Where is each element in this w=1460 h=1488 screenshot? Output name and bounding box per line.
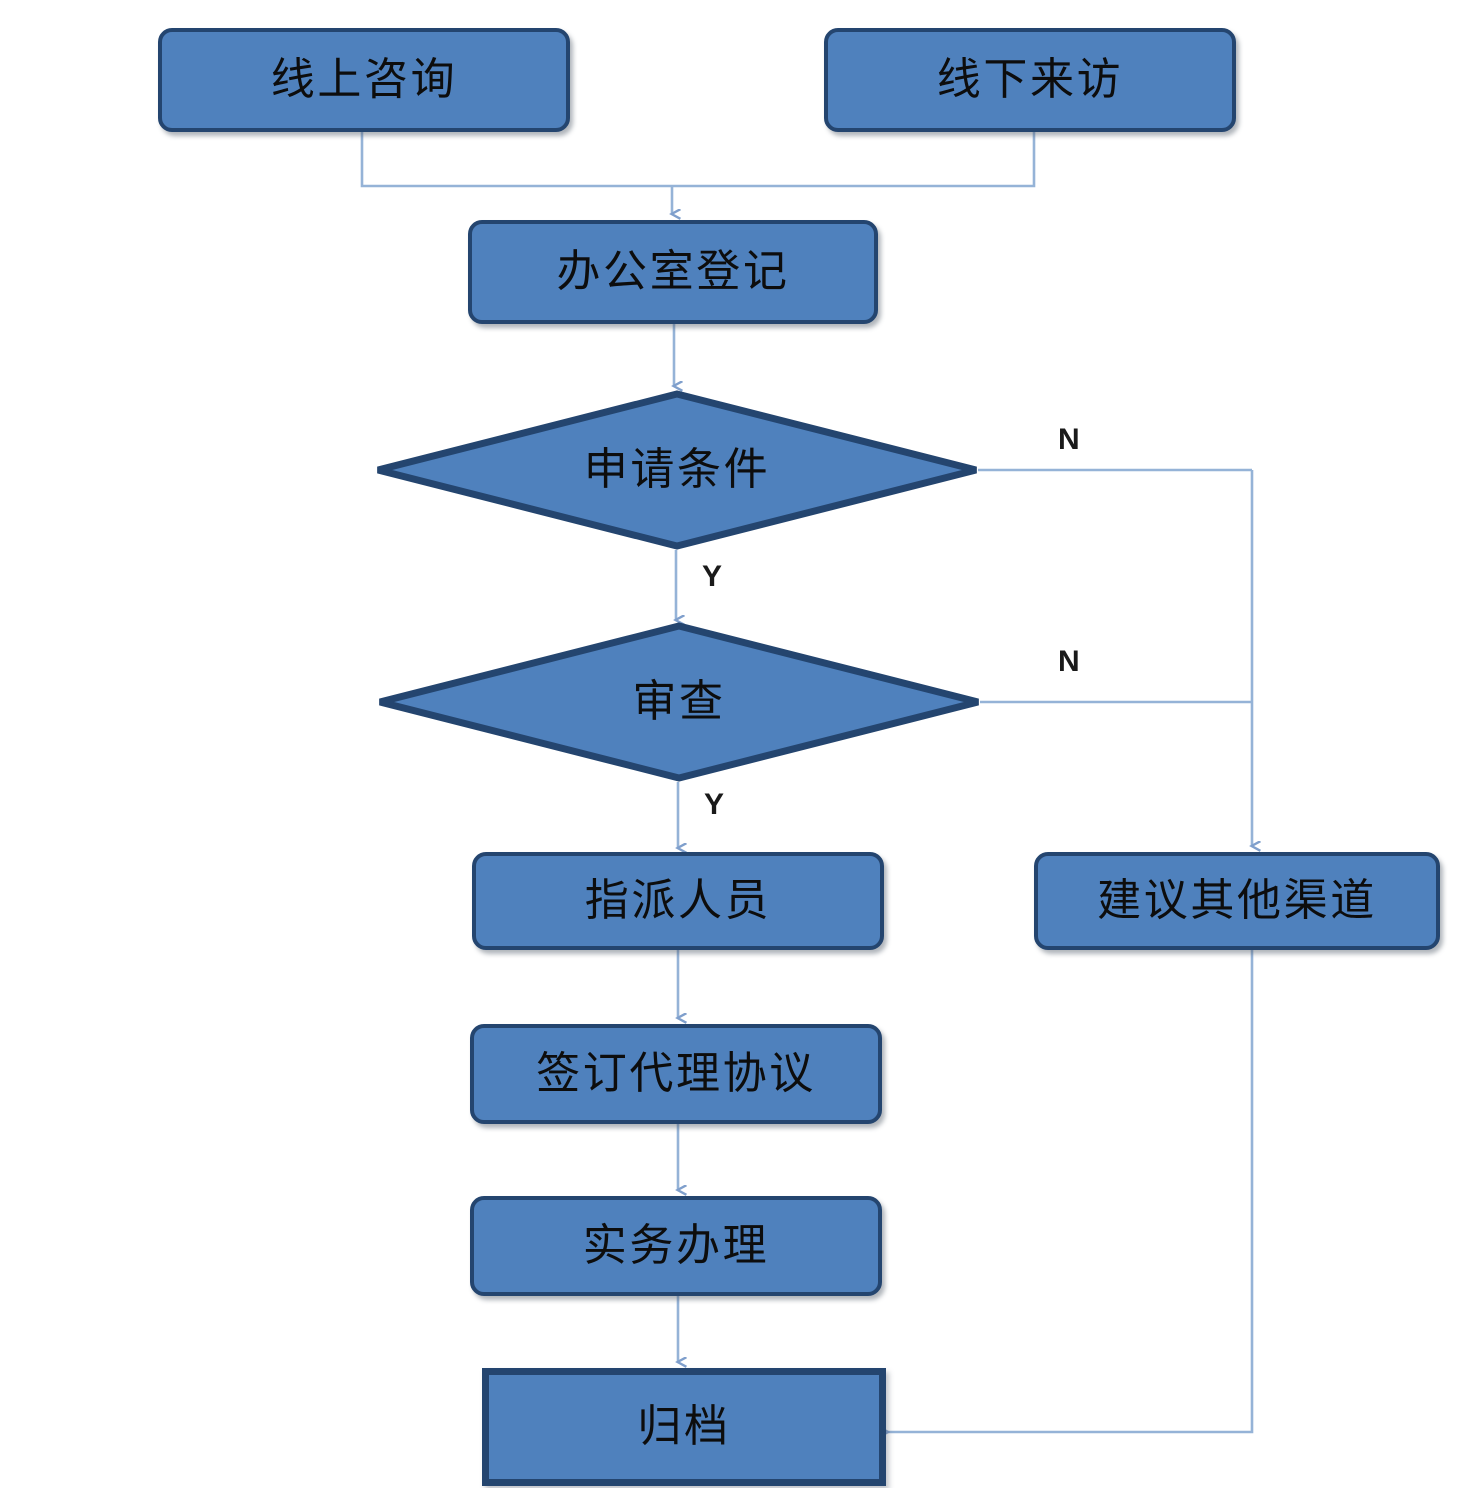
node-label: 实务办理 [582, 1220, 770, 1270]
node-label: 线下来访 [936, 54, 1124, 104]
edge-label-cond-yes: Y [702, 560, 723, 593]
edge-online-to-register [360, 132, 672, 188]
node-assign-personnel[interactable]: 指派人员 [472, 852, 884, 950]
diamond-shape [379, 622, 979, 782]
node-application-conditions[interactable]: 申请条件 [374, 390, 980, 550]
node-offline-visit[interactable]: 线下来访 [824, 28, 1236, 132]
node-practical-handling[interactable]: 实务办理 [470, 1196, 882, 1296]
edge-label-cond-no: N [1058, 423, 1080, 456]
edge-offline-to-register [672, 132, 1036, 188]
node-sign-agency-agreement[interactable]: 签订代理协议 [470, 1024, 882, 1124]
node-archive[interactable]: 归档 [482, 1368, 886, 1486]
node-online-consultation[interactable]: 线上咨询 [158, 28, 570, 132]
node-label: 申请条件 [583, 444, 771, 494]
node-label: 办公室登记 [556, 246, 790, 296]
node-label: 指派人员 [584, 875, 772, 925]
edge-other-to-archive [888, 950, 1254, 1432]
diamond-shape [377, 390, 977, 550]
node-label: 线上咨询 [270, 54, 458, 104]
node-label: 归档 [637, 1401, 731, 1451]
node-office-registration[interactable]: 办公室登记 [468, 220, 878, 324]
edge-label-review-no: N [1058, 645, 1080, 678]
node-review[interactable]: 审查 [376, 622, 982, 782]
node-label: 建议其他渠道 [1097, 875, 1377, 925]
node-label: 审查 [632, 676, 726, 726]
node-suggest-other-channels[interactable]: 建议其他渠道 [1034, 852, 1440, 950]
edge-label-review-yes: Y [704, 788, 725, 821]
node-label: 签订代理协议 [536, 1048, 816, 1098]
